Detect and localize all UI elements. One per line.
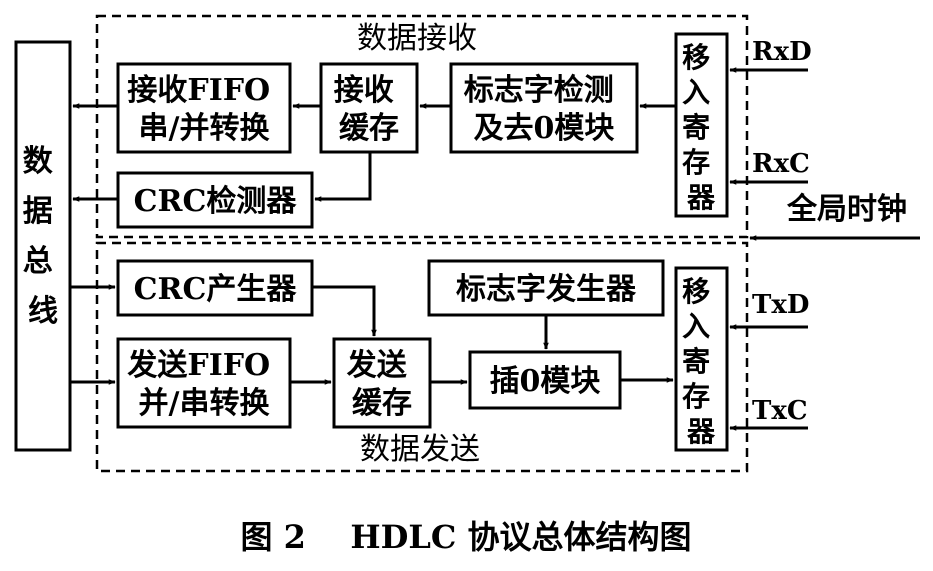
figure-caption: 图 2 HDLC 协议总体结构图 — [240, 518, 691, 556]
send-shift-register-block: 移 入 寄 存 器 — [674, 266, 729, 452]
svg-text:发送FIFO 并/串转换: 发送FIFO 并/串转换 — [126, 348, 280, 421]
arrow-buffer-to-crc-check — [314, 152, 372, 202]
svg-text:发送 缓存: 发送 缓存 — [346, 348, 417, 421]
rxd-label: RxD — [752, 37, 812, 67]
receive-buffer-block: 接收 缓存 — [319, 62, 419, 154]
receive-fifo-block: 接收FIFO 串/并转换 — [116, 62, 292, 154]
svg-text:标志字检测 及去0模块: 标志字检测 及去0模块 — [464, 73, 624, 146]
svg-text:标志字发生器: 标志字发生器 — [456, 272, 637, 307]
send-section-title: 数据发送 — [360, 432, 480, 467]
txd-label: TxD — [752, 290, 809, 320]
arrow-crc-gen-to-buffer — [312, 285, 377, 337]
svg-text:CRC检测器: CRC检测器 — [134, 184, 298, 219]
send-section-frame — [95, 241, 749, 473]
receive-section-title: 数据接收 — [357, 21, 477, 56]
flag-generator-block: 标志字发生器 — [427, 259, 665, 317]
svg-text:接收FIFO 串/并转换: 接收FIFO 串/并转换 — [127, 73, 280, 146]
crc-check-block: CRC检测器 — [116, 171, 314, 229]
svg-text:移 入 寄 存: 移 入 寄 存 器 — [682, 275, 720, 448]
txc-label: TxC — [752, 396, 808, 426]
data-bus-label: 数 据 总 线 — [23, 144, 63, 329]
connectors — [70, 67, 920, 431]
send-fifo-block: 发送FIFO 并/串转换 — [116, 337, 292, 429]
data-bus: 数 据 总 线 — [14, 40, 72, 452]
svg-text:插0模块: 插0模块 — [490, 364, 601, 399]
crc-generator-block: CRC产生器 — [116, 259, 314, 317]
global-clock-label: 全局时钟 — [786, 192, 907, 227]
send-buffer-block: 发送 缓存 — [332, 337, 432, 429]
svg-text:接收 缓存: 接收 缓存 — [334, 73, 404, 146]
svg-text:CRC产生器: CRC产生器 — [134, 272, 298, 307]
rxc-label: RxC — [752, 149, 810, 179]
svg-text:移 入 寄 存: 移 入 寄 存 器 — [682, 41, 720, 214]
receive-shift-register-block: 移 入 寄 存 器 — [674, 32, 729, 218]
flag-detect-block: 标志字检测 及去0模块 — [449, 62, 639, 154]
insert-zero-block: 插0模块 — [468, 350, 622, 410]
